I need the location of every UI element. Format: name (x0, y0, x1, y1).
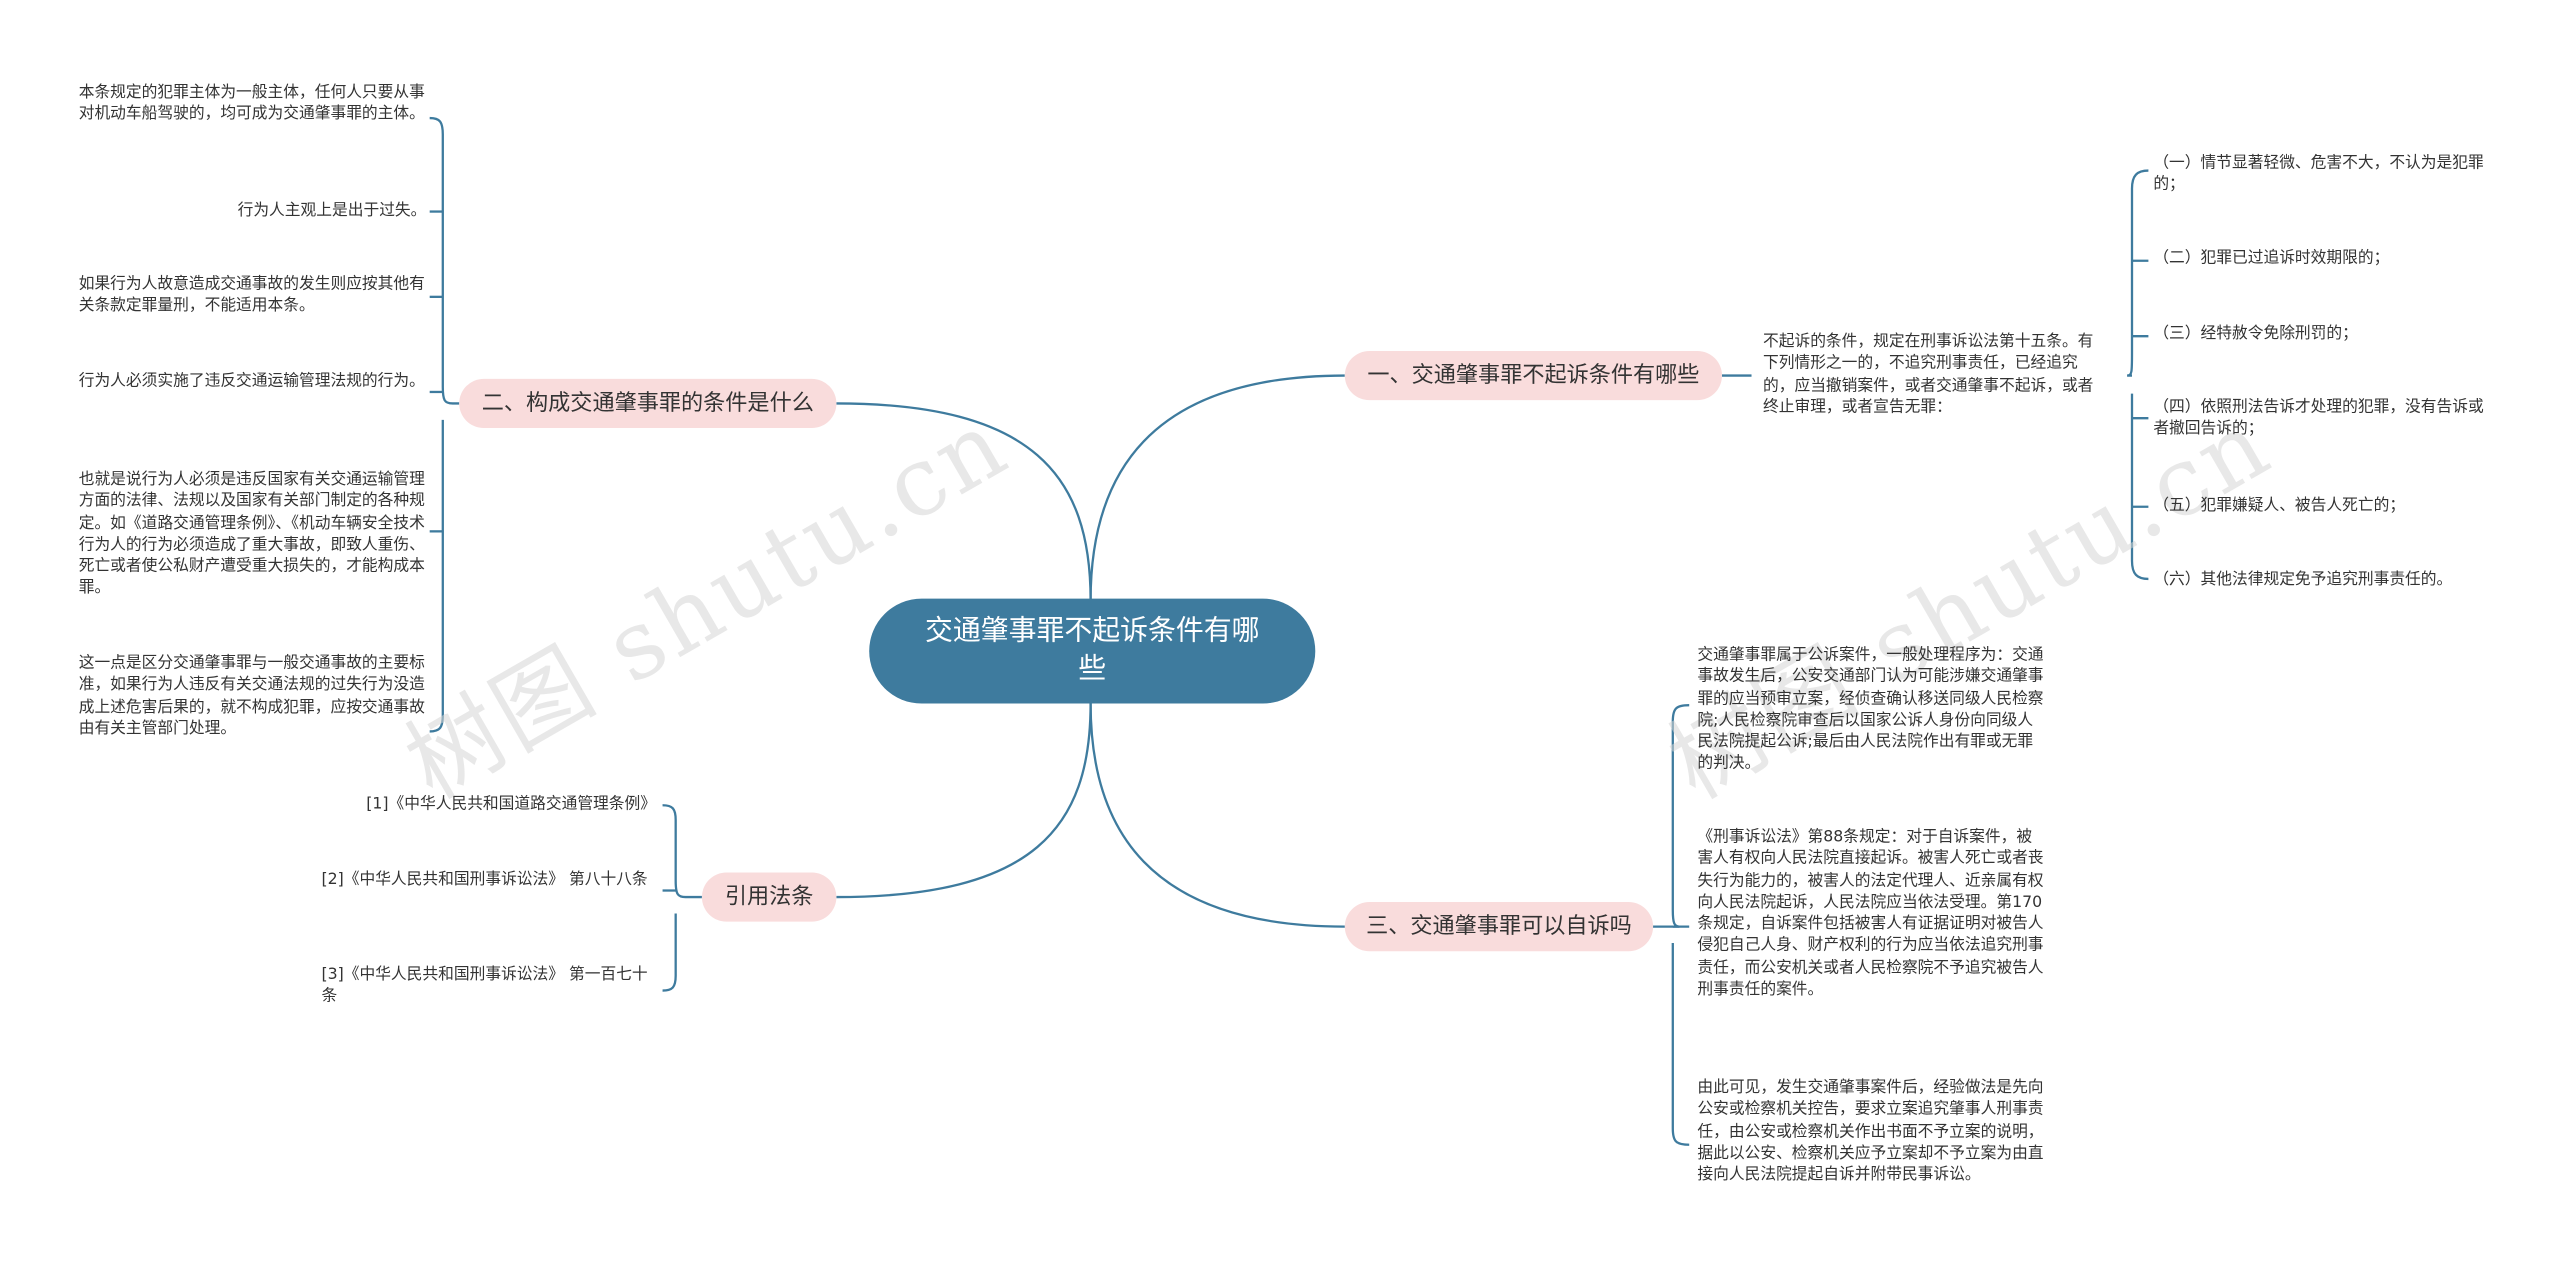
branch-node-private-prosecution[interactable]: 三、交通肇事罪可以自诉吗 (1344, 902, 1654, 952)
link-root-b4 (836, 703, 1092, 899)
leaf-b4-item-2: [2]《中华人民共和国刑事诉讼法》 第八十八条 (321, 870, 648, 889)
bracket-b4 (662, 804, 702, 992)
leaf-b4-item-3: [3]《中华人民共和国刑事诉讼法》 第一百七十条 (321, 965, 648, 1006)
branch-node-crime-constitution[interactable]: 二、构成交通肇事罪的条件是什么 (459, 378, 837, 429)
leaf-b2-item-4: 行为人必须实施了违反交通运输管理法规的行为。 (78, 372, 425, 391)
leaf-b1-item-5: （五）犯罪嫌疑人、被告人死亡的； (2153, 496, 2406, 515)
leaf-b4-item-1: [1]《中华人民共和国道路交通管理条例》 (366, 795, 656, 814)
leaf-b2-item-1: 本条规定的犯罪主体为一般主体，任何人只要从事对机动车船驾驶的，均可成为交通肇事罪… (78, 83, 425, 124)
bracket-b2 (429, 116, 460, 733)
leaf-b1-item-3: （三）经特赦令免除刑罚的； (2153, 324, 2358, 343)
link-root-b3 (1089, 703, 1345, 928)
link-root-b2 (836, 402, 1092, 601)
leaf-b1-item-2: （二）犯罪已过追诉时效期限的； (2153, 249, 2390, 268)
leaf-b1-intro: 不起诉的条件，规定在刑事诉讼法第十五条。有下列情形之一的，不追究刑事责任，已经追… (1763, 332, 2094, 417)
leaf-b2-item-5: 也就是说行为人必须是违反国家有关交通运输管理方面的法律、法规以及国家有关部门制定… (78, 470, 425, 598)
link-root-b1 (1089, 374, 1345, 601)
leaf-b2-item-2: 行为人主观上是出于过失。 (237, 201, 427, 220)
leaf-b1-item-1: （一）情节显著轻微、危害不大，不认为是犯罪的； (2153, 154, 2484, 195)
leaf-b2-item-6: 这一点是区分交通肇事罪与一般交通事故的主要标准，如果行为人违反有关交通法规的过失… (78, 654, 425, 738)
leaf-b2-item-3: 如果行为人故意造成交通事故的发生则应按其他有关条款定罪量刑，不能适用本条。 (78, 275, 425, 316)
root-node[interactable]: 交通肇事罪不起诉条件有哪些 (869, 598, 1316, 704)
leaf-b3-item-3: 由此可见，发生交通肇事案件后，经验做法是先向公安或检察机关控告，要求立案追究肇事… (1697, 1079, 2044, 1185)
branch-node-cited-laws[interactable]: 引用法条 (701, 872, 837, 922)
bracket-b1 (2126, 169, 2149, 581)
leaf-b3-item-2: 《刑事诉讼法》第88条规定：对于自诉案件，被害人有权向人民法院直接起诉。被害人死… (1697, 828, 2044, 999)
branch-node-no-prosecution-conditions[interactable]: 一、交通肇事罪不起诉条件有哪些 (1344, 350, 1722, 401)
leaf-b1-item-4: （四）依照刑法告诉才处理的犯罪，没有告诉或者撤回告诉的； (2153, 398, 2484, 439)
leaf-b3-item-1: 交通肇事罪属于公诉案件，一般处理程序为：交通事故发生后，公安交通部门认为可能涉嫌… (1697, 646, 2044, 774)
leaf-b1-item-6: （六）其他法律规定免予追究刑事责任的。 (2153, 570, 2453, 589)
